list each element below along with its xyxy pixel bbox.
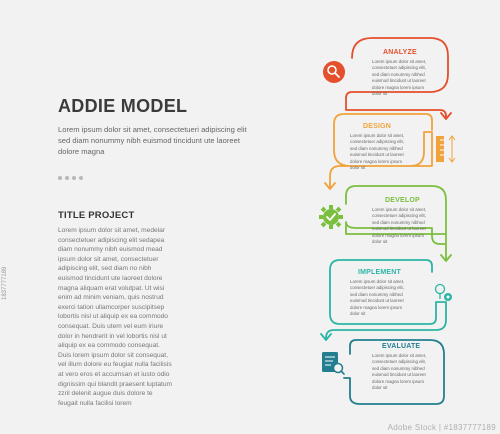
design-connector [329, 113, 433, 189]
ruler-icon [436, 135, 456, 163]
dot [58, 176, 62, 180]
idea-gear-icon [434, 283, 452, 301]
stage-label-analyze: ANALYZE [383, 49, 417, 56]
develop-arrow-icon [440, 254, 452, 262]
analyze-connector [345, 37, 449, 119]
implement-connector [325, 259, 447, 339]
dot [79, 176, 83, 180]
stage-text-evaluate: Lorem ipsum dolor sit amet, consectetuer… [372, 353, 427, 391]
dot [65, 176, 69, 180]
intro-paragraph: Lorem ipsum dolor sit amet, consectetuer… [58, 125, 247, 156]
stage-text-analyze: Lorem ipsum dolor sit amet, consectetuer… [372, 59, 427, 97]
stage-text-design: Lorem ipsum dolor sit amet, consectetuer… [350, 133, 405, 171]
project-body: Lorem ipsum dolor sit amet, medelar cons… [58, 227, 172, 407]
project-title: TITLE PROJECT [58, 210, 135, 221]
stage-label-evaluate: EVALUATE [382, 343, 421, 350]
design-arrow-icon [324, 182, 336, 190]
stock-side-id: 1837777189 [2, 266, 8, 300]
dots-divider [58, 176, 83, 180]
gear-check-icon [319, 205, 343, 229]
analyze-arrow-icon [440, 112, 452, 120]
document-search-icon [322, 352, 345, 375]
evaluate-connector [343, 339, 445, 405]
develop-connector [345, 185, 447, 261]
dot [72, 176, 76, 180]
stage-label-implement: IMPLEMENT [358, 269, 402, 276]
magnifier-icon [323, 61, 345, 83]
stage-text-develop: Lorem ipsum dolor sit amet, consectetuer… [372, 207, 427, 245]
implement-arrow-icon [320, 333, 332, 341]
stock-watermark: Adobe Stock | #1837777189 [387, 423, 496, 432]
stage-label-design: DESIGN [363, 123, 392, 130]
page-title: ADDIE MODEL [58, 96, 188, 116]
stage-text-implement: Lorem ipsum dolor sit amet, consectetuer… [350, 279, 405, 317]
stage-label-develop: DEVELOP [385, 197, 420, 204]
